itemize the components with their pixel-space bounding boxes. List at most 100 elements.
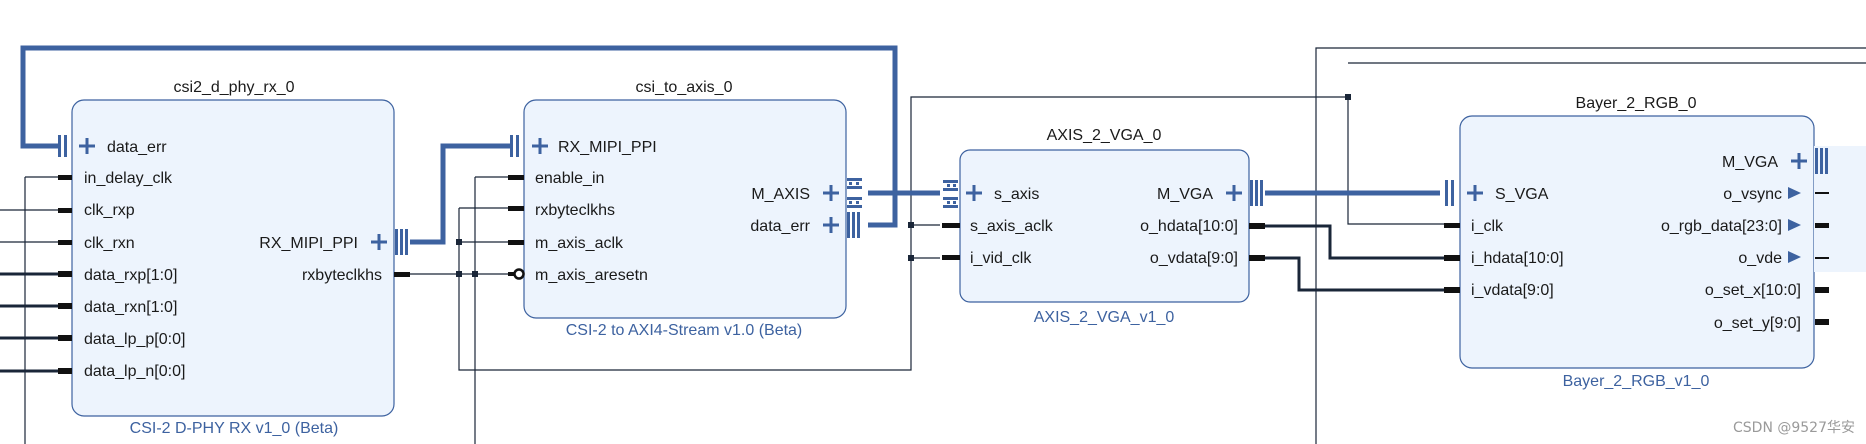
expand-plus-icon	[1467, 185, 1483, 201]
pin-o-vsync[interactable]: o_vsync	[1723, 186, 1829, 203]
svg-text:rxbyteclkhs: rxbyteclkhs	[302, 267, 382, 284]
interface-pin-rx-mipi-ppi-out[interactable]: RX_MIPI_PPI	[259, 229, 408, 255]
svg-text:o_set_x[10:0]: o_set_x[10:0]	[1705, 282, 1801, 299]
expand-plus-icon	[79, 138, 95, 154]
watermark: CSDN @9527华安	[1733, 420, 1855, 436]
output-arrow-icon	[1788, 187, 1801, 199]
net-vdata[interactable]	[1265, 256, 1448, 292]
block-body[interactable]	[71, 99, 395, 417]
pin-enable-in[interactable]: enable_in	[508, 170, 604, 187]
svg-text:enable_in: enable_in	[535, 170, 604, 187]
interface-pin-s-vga[interactable]: S_VGA	[1445, 180, 1549, 206]
net-hdata[interactable]	[1265, 224, 1448, 260]
block-axis-2-vga[interactable]: AXIS_2_VGA_0 AXIS_2_VGA_v1_0 s_axis s_ax…	[942, 127, 1265, 326]
bus-rx-mipi-ppi[interactable]	[410, 143, 510, 245]
pin-o-rgb-data[interactable]: o_rgb_data[23:0]	[1661, 218, 1829, 235]
pin-rxbyteclkhs-in[interactable]: rxbyteclkhs	[508, 202, 615, 219]
pin-data-lp-p[interactable]: data_lp_p[0:0]	[58, 331, 185, 348]
ip-version: CSI-2 D-PHY RX v1_0 (Beta)	[130, 420, 339, 437]
axis-bus-icon	[847, 178, 862, 208]
svg-text:data_lp_p[0:0]: data_lp_p[0:0]	[84, 331, 185, 348]
instance-name: AXIS_2_VGA_0	[1047, 127, 1162, 144]
svg-text:o_vsync: o_vsync	[1723, 186, 1782, 203]
svg-text:i_vid_clk: i_vid_clk	[970, 250, 1032, 267]
interface-pin-rx-mipi-ppi-in[interactable]: RX_MIPI_PPI	[510, 135, 657, 157]
interface-pin-data-err[interactable]: data_err	[58, 135, 167, 157]
svg-text:o_set_y[9:0]: o_set_y[9:0]	[1714, 315, 1801, 332]
pin-i-hdata[interactable]: i_hdata[10:0]	[1444, 250, 1564, 267]
output-arrow-icon	[1788, 219, 1801, 231]
instance-name: csi_to_axis_0	[636, 79, 733, 96]
net-clk-vertical-a[interactable]	[458, 96, 1448, 371]
pin-m-axis-aresetn[interactable]: m_axis_aresetn	[508, 267, 648, 284]
svg-text:i_vdata[9:0]: i_vdata[9:0]	[1471, 282, 1554, 299]
svg-text:o_hdata[10:0]: o_hdata[10:0]	[1140, 218, 1238, 235]
pin-o-set-y[interactable]: o_set_y[9:0]	[1714, 315, 1829, 332]
expand-plus-icon	[823, 185, 839, 201]
svg-text:M_VGA: M_VGA	[1722, 154, 1778, 171]
pin-i-vdata[interactable]: i_vdata[9:0]	[1444, 282, 1554, 299]
expand-plus-icon	[1226, 185, 1242, 201]
active-low-bubble-icon	[513, 268, 525, 280]
svg-text:m_axis_aresetn: m_axis_aresetn	[535, 267, 648, 284]
svg-text:i_clk: i_clk	[1471, 218, 1504, 235]
svg-text:i_hdata[10:0]: i_hdata[10:0]	[1471, 250, 1564, 267]
svg-text:data_lp_n[0:0]: data_lp_n[0:0]	[84, 363, 185, 380]
expand-plus-icon	[1791, 153, 1807, 169]
ip-version: CSI-2 to AXI4-Stream v1.0 (Beta)	[566, 322, 803, 339]
pin-s-axis-aclk[interactable]: s_axis_aclk	[942, 218, 1054, 235]
svg-text:o_rgb_data[23:0]: o_rgb_data[23:0]	[1661, 218, 1782, 235]
svg-text:data_rxp[1:0]: data_rxp[1:0]	[84, 267, 177, 284]
expand-plus-icon	[966, 185, 982, 201]
net-top-1[interactable]	[1315, 47, 1866, 444]
svg-text:rxbyteclkhs: rxbyteclkhs	[535, 202, 615, 219]
expand-plus-icon	[532, 138, 548, 154]
pin-o-vde[interactable]: o_vde	[1738, 250, 1829, 267]
svg-text:in_delay_clk: in_delay_clk	[84, 170, 173, 187]
interface-pin-m-axis[interactable]: M_AXIS	[751, 178, 862, 208]
svg-text:s_axis_aclk: s_axis_aclk	[970, 218, 1054, 235]
svg-text:data_err: data_err	[750, 218, 810, 235]
pin-o-hdata[interactable]: o_hdata[10:0]	[1140, 218, 1265, 235]
pin-i-vid-clk[interactable]: i_vid_clk	[942, 250, 1032, 267]
interface-pin-s-axis[interactable]: s_axis	[943, 180, 1039, 208]
nets	[0, 47, 1866, 444]
instance-name: Bayer_2_RGB_0	[1576, 95, 1697, 112]
interface-pin-m-vga-out[interactable]: M_VGA	[1722, 148, 1828, 174]
pin-m-axis-aclk[interactable]: m_axis_aclk	[508, 235, 624, 252]
pin-clk-rxn[interactable]: clk_rxn	[58, 235, 135, 252]
svg-text:o_vdata[9:0]: o_vdata[9:0]	[1150, 250, 1238, 267]
svg-text:S_VGA: S_VGA	[1495, 186, 1549, 203]
pin-o-set-x[interactable]: o_set_x[10:0]	[1705, 282, 1829, 299]
block-bayer-2-rgb[interactable]: Bayer_2_RGB_0 Bayer_2_RGB_v1_0 S_VGA i_c…	[1444, 95, 1866, 390]
instance-name: csi2_d_phy_rx_0	[174, 79, 295, 96]
pin-i-clk[interactable]: i_clk	[1444, 218, 1504, 235]
pin-in-delay-clk[interactable]: in_delay_clk	[58, 170, 173, 187]
interface-buses	[20, 45, 1440, 245]
block-csi-to-axis[interactable]: csi_to_axis_0 CSI-2 to AXI4-Stream v1.0 …	[508, 79, 862, 339]
junctions	[456, 94, 1351, 277]
interface-pin-m-vga-out[interactable]: M_VGA	[1157, 180, 1263, 206]
pin-clk-rxp[interactable]: clk_rxp	[58, 202, 135, 219]
ip-version: Bayer_2_RGB_v1_0	[1563, 373, 1710, 390]
bus-data-err-loop[interactable]	[20, 45, 898, 228]
axis-bus-icon	[943, 180, 958, 208]
svg-text:s_axis: s_axis	[994, 186, 1039, 203]
pin-data-rxp[interactable]: data_rxp[1:0]	[58, 267, 177, 284]
expand-plus-icon	[823, 217, 839, 233]
interface-pin-data-err-out[interactable]: data_err	[750, 212, 860, 238]
svg-text:m_axis_aclk: m_axis_aclk	[535, 235, 624, 252]
svg-text:clk_rxp: clk_rxp	[84, 202, 135, 219]
block-csi2-d-phy-rx[interactable]: csi2_d_phy_rx_0 CSI-2 D-PHY RX v1_0 (Bet…	[58, 79, 410, 437]
pin-rxbyteclkhs-out[interactable]: rxbyteclkhs	[302, 267, 410, 284]
pin-data-lp-n[interactable]: data_lp_n[0:0]	[58, 363, 185, 380]
net-enable-vertical[interactable]	[474, 176, 508, 444]
svg-text:RX_MIPI_PPI: RX_MIPI_PPI	[558, 139, 657, 156]
net-in-delay-clk[interactable]	[24, 176, 58, 444]
svg-text:M_VGA: M_VGA	[1157, 186, 1213, 203]
ip-version: AXIS_2_VGA_v1_0	[1034, 309, 1175, 326]
pin-o-vdata[interactable]: o_vdata[9:0]	[1150, 250, 1265, 267]
svg-text:RX_MIPI_PPI: RX_MIPI_PPI	[259, 235, 358, 252]
pin-data-rxn[interactable]: data_rxn[1:0]	[58, 299, 177, 316]
